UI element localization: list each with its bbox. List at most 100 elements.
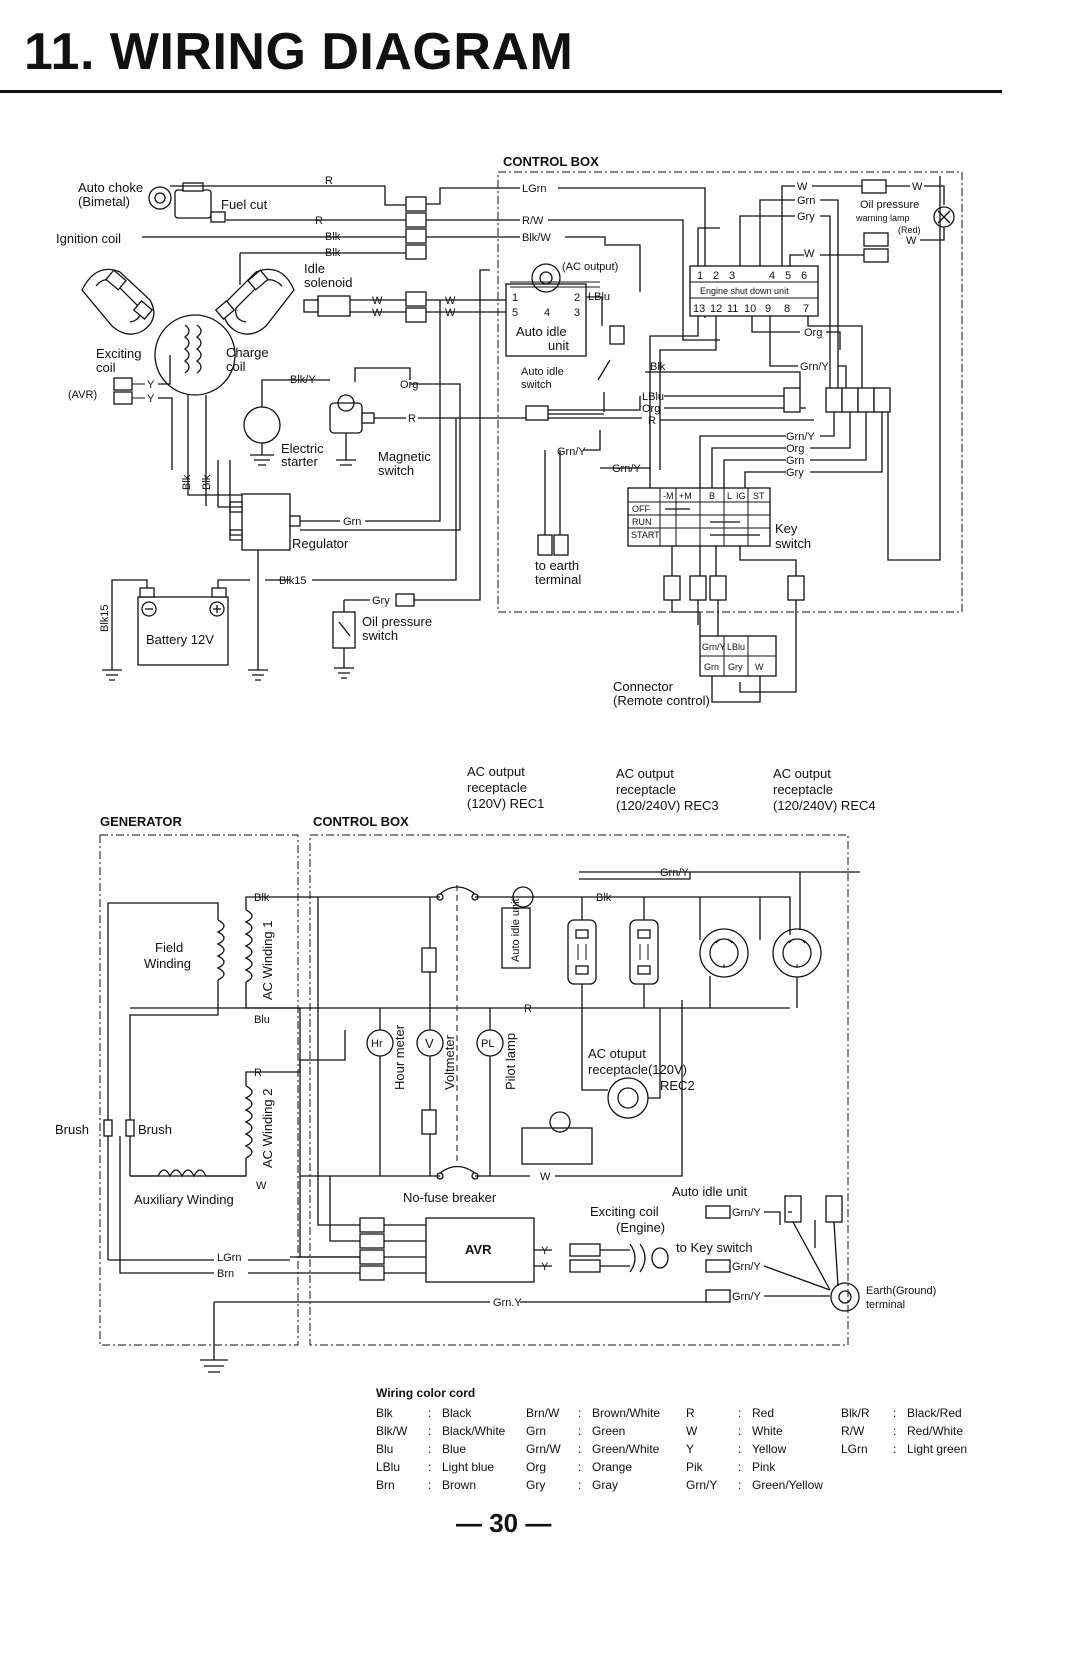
connector-icon [787, 575, 805, 601]
legend-separator: : [578, 1478, 582, 1492]
legend-item: Pik:Pink [686, 1460, 841, 1474]
legend-code: Y [686, 1442, 695, 1456]
rec1-receptacle-icon [567, 919, 597, 985]
ks-row-off: OFF [632, 504, 650, 514]
legend-separator: : [738, 1478, 742, 1492]
legend-code: Pik [686, 1460, 703, 1474]
voltmeter-icon [416, 1029, 444, 1057]
earth-terminal-inner-icon [838, 1290, 852, 1304]
rec2-duplex-icon [629, 919, 659, 985]
auxiliary-winding-label: Auxiliary Winding [134, 1192, 234, 1207]
auto-choke-icon [148, 182, 226, 223]
auto-idle-unit-vertical-box [501, 907, 531, 969]
connector-icon [663, 575, 681, 601]
connector-icon [783, 387, 801, 413]
legend-name: Black [442, 1406, 472, 1420]
rec3-label-2: receptacle [616, 782, 676, 797]
page-title: 11. WIRING DIAGRAM [24, 23, 574, 81]
brush-left-label: Brush [55, 1122, 89, 1137]
bottom-wiring-diagram: GENERATOR CONTROL BOX AC output receptac… [55, 764, 936, 1373]
legend-item: Org:Orange [526, 1460, 686, 1474]
pilot-lamp-label: Pilot lamp [503, 1033, 518, 1090]
legend-separator [893, 1460, 907, 1474]
rc-pin-lblu: LBlu [727, 642, 745, 652]
key-switch-label-1: Key [775, 521, 798, 536]
electric-starter-icon [243, 406, 281, 466]
esu-pin-7: 7 [803, 303, 809, 315]
key-switch-contacts-icon [665, 508, 760, 536]
ground-icon [102, 660, 122, 681]
control-box-boundary [497, 171, 963, 613]
legend-code: LGrn [841, 1442, 868, 1456]
idle-solenoid-icon [303, 295, 351, 317]
hour-meter-icon [366, 1029, 394, 1057]
wire-label-r: R [325, 175, 333, 187]
legend-name: Green [592, 1424, 626, 1438]
legend-name: White [752, 1424, 783, 1438]
ks-row-run: RUN [632, 517, 652, 527]
regulator-label: Regulator [292, 536, 349, 551]
avr-label: (AVR) [68, 389, 97, 401]
ks-header-b: B [709, 491, 715, 501]
auto-idle-pin-4: 4 [544, 307, 550, 319]
legend-code [841, 1460, 893, 1474]
to-earth-label-1: to earth [535, 558, 579, 573]
legend-item: R/W:Red/White [841, 1424, 1016, 1438]
legend-separator [893, 1478, 907, 1492]
auto-choke-label-1: Auto choke [78, 180, 143, 195]
auto-idle-switch-connector-icon [525, 405, 549, 421]
title-rule [0, 90, 1002, 93]
legend-separator: : [738, 1406, 742, 1420]
esu-pin-10: 10 [744, 303, 756, 315]
wire-label-grny3: Grn/Y [786, 431, 815, 443]
exciting-coil-label-2: coil [96, 360, 116, 375]
wire-label-grn: Grn [343, 516, 361, 528]
oil-pressure-switch-label-2: switch [362, 628, 398, 643]
wire-label-blk-b: Blk [254, 892, 270, 904]
wire-label-grny-ground: Grn.Y [493, 1297, 522, 1309]
esu-pin-13: 13 [693, 303, 705, 315]
magnetic-switch-label-1: Magnetic [378, 449, 431, 464]
legend-separator: : [893, 1424, 897, 1438]
auxiliary-winding-icon [130, 1169, 246, 1178]
wire-label-org4: Org [786, 443, 804, 455]
legend-code: Org [526, 1460, 547, 1474]
legend-separator: : [893, 1442, 897, 1456]
earth-connector-icon [553, 534, 569, 556]
fuse-connector-icon [421, 947, 437, 973]
wire-label-org3: Org [804, 327, 822, 339]
legend-name: Blue [442, 1442, 467, 1456]
no-fuse-breaker-label: No-fuse breaker [403, 1190, 497, 1205]
legend-code: Blk/W [376, 1424, 408, 1438]
wire-label-y-avr2: Y [541, 1261, 549, 1273]
wire-label-grny2: Grn/Y [800, 361, 829, 373]
legend-separator: : [578, 1424, 582, 1438]
wire-label-w6: W [912, 181, 923, 193]
rec3-label-3: (120/240V) REC3 [616, 798, 719, 813]
legend-separator: : [428, 1478, 432, 1492]
wire-label-r4: R [648, 415, 656, 427]
legend-name: Pink [752, 1460, 776, 1474]
avr-connector-icon [113, 377, 145, 405]
fuel-cut-label: Fuel cut [221, 197, 268, 212]
wire-label-blk-r: Blk [650, 361, 666, 373]
key-switch-table [627, 487, 771, 547]
brush-left-icon [103, 1119, 113, 1137]
wire-label-lgrn-b: LGrn [217, 1252, 241, 1264]
legend-code: LBlu [376, 1460, 401, 1474]
esu-pin-5: 5 [785, 270, 791, 282]
connector-block-icon [825, 387, 891, 413]
ks-row-start: START [631, 530, 660, 540]
legend-name: Yellow [752, 1442, 787, 1456]
exciting-coil-label-1: Exciting [96, 346, 142, 361]
wire-label-grn3: Grn [786, 455, 804, 467]
rc-pin-grny: Grn/Y [702, 642, 726, 652]
earth-terminal-label-2: terminal [866, 1299, 905, 1311]
lblu-connector-icon [609, 325, 625, 345]
pilot-lamp-symbol: PL [481, 1038, 494, 1050]
legend-separator: : [578, 1460, 582, 1474]
charge-coil-label-2: coil [226, 359, 246, 374]
legend-item: Brn:Brown [376, 1478, 526, 1492]
ignition-coil-label: Ignition coil [56, 231, 121, 246]
wire-label-r-bus: R [524, 1003, 532, 1015]
